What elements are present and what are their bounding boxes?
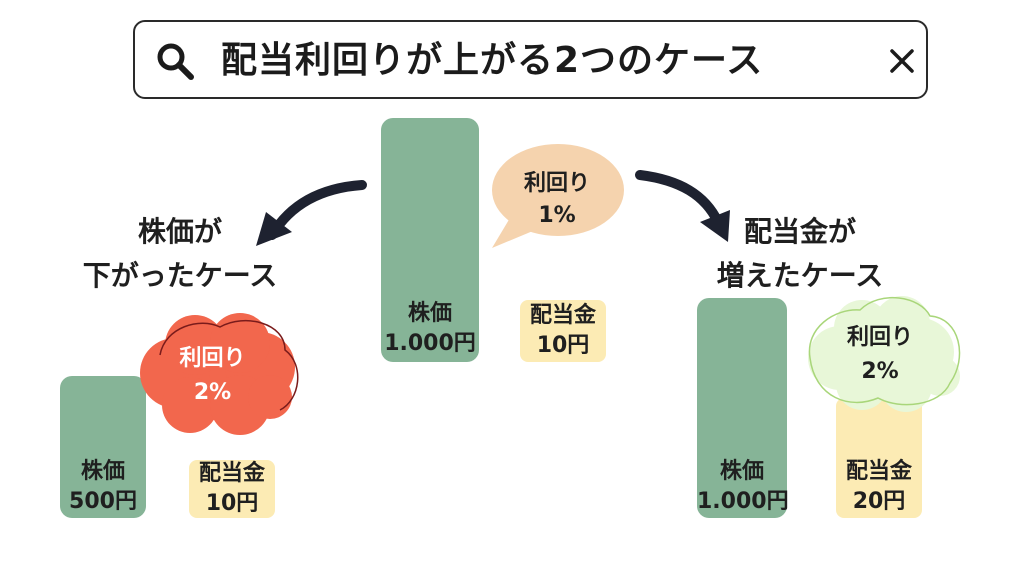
left-yield-label: 利回り bbox=[179, 346, 246, 371]
left-dividend-label: 配当金 bbox=[198, 461, 265, 486]
left-heading-line2: 下がったケース bbox=[82, 259, 278, 292]
left-dividend-value: 10円 bbox=[205, 491, 259, 516]
search-icon bbox=[157, 43, 194, 80]
cloud-bubble-green-icon bbox=[808, 296, 961, 412]
right-yield-value: 2% bbox=[861, 359, 899, 384]
left-heading-line1: 株価が bbox=[137, 215, 222, 248]
center-stock-bar bbox=[381, 118, 479, 362]
left-yield-value: 2% bbox=[193, 380, 232, 405]
center-yield-label: 利回り bbox=[523, 171, 590, 196]
center-yield-value: 1% bbox=[538, 203, 576, 228]
right-dividend-bar bbox=[836, 398, 922, 518]
speech-bubble-icon bbox=[492, 144, 624, 248]
center-stock-value: 1.000円 bbox=[384, 331, 476, 356]
right-dividend-label: 配当金 bbox=[845, 459, 912, 484]
right-yield-label: 利回り bbox=[846, 325, 913, 350]
left-stock-label: 株価 bbox=[80, 459, 125, 484]
search-bar[interactable]: 配当利回りが上がる2つのケース bbox=[133, 20, 928, 99]
search-query: 配当利回りが上がる2つのケース bbox=[221, 40, 764, 81]
close-icon[interactable] bbox=[887, 46, 917, 76]
left-stock-bar bbox=[60, 376, 146, 518]
center-stock-label: 株価 bbox=[407, 301, 452, 326]
right-heading-line2: 増えたケース bbox=[716, 259, 884, 292]
right-stock-bar bbox=[697, 298, 787, 518]
center-dividend-label: 配当金 bbox=[529, 303, 596, 328]
center-dividend-value: 10円 bbox=[536, 333, 590, 358]
cloud-bubble-red-icon bbox=[140, 313, 299, 435]
left-dividend-bar bbox=[189, 460, 275, 518]
center-dividend-bar bbox=[520, 300, 606, 362]
right-stock-value: 1.000円 bbox=[697, 489, 789, 514]
right-arrow-icon bbox=[635, 170, 730, 242]
right-dividend-value: 20円 bbox=[852, 489, 906, 514]
right-heading-line1: 配当金が bbox=[743, 215, 856, 248]
left-stock-value: 500円 bbox=[69, 489, 137, 514]
right-stock-label: 株価 bbox=[719, 459, 764, 484]
left-arrow-icon bbox=[256, 180, 367, 246]
